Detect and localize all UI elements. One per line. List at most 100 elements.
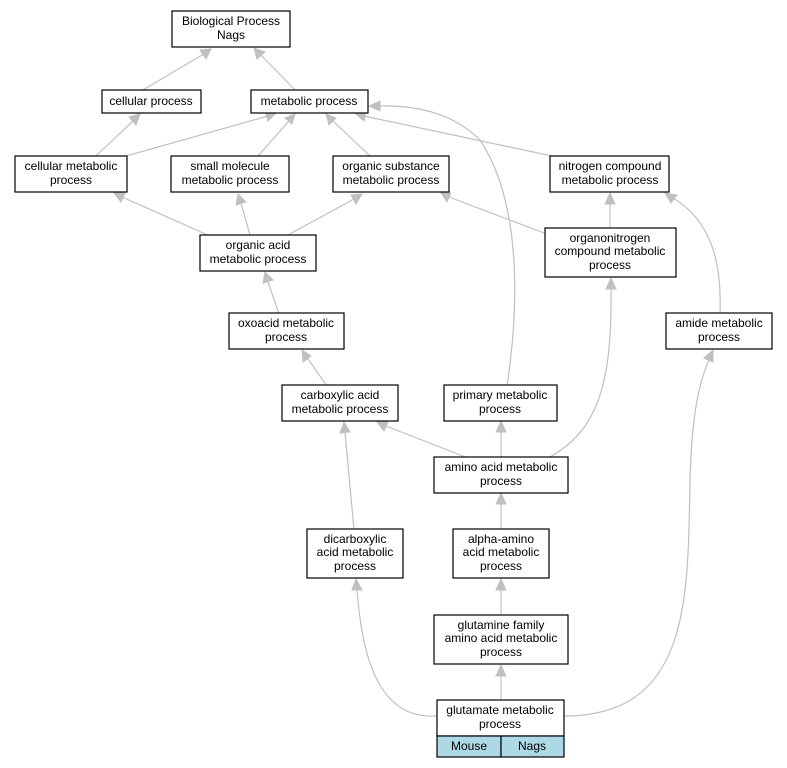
species-legend: Mouse Nags <box>436 735 565 758</box>
edge-arrowhead <box>375 421 389 432</box>
edge-arrowhead <box>495 577 507 591</box>
edge-arrowhead <box>128 113 141 126</box>
node-label-line: metabolic process <box>292 402 389 416</box>
node-carboxylic-acid-metabolic-process[interactable]: carboxylic acid metabolic process <box>281 384 399 422</box>
node-label-line: metabolic process <box>182 173 279 187</box>
edge-organic-acid-to-cellular-metabolic <box>121 196 211 237</box>
edge-amino-acid-to-carboxylic <box>385 425 469 459</box>
edge-organonitrogen-to-organic-substance <box>448 196 553 237</box>
node-organic-acid-metabolic-process[interactable]: organic acid metabolic process <box>199 234 317 272</box>
edge-arrowhead <box>284 113 296 125</box>
node-label-line: process <box>480 559 522 573</box>
node-label-line: metabolic process <box>261 94 358 108</box>
node-label-line: cellular process <box>109 94 192 108</box>
node-label-line: process <box>589 258 631 272</box>
edges <box>95 47 721 717</box>
edge-glutamate-to-dicarboxylic <box>356 588 438 717</box>
node-label-line: process <box>480 474 522 488</box>
node-label-line: amino acid metabolic <box>445 460 558 474</box>
node-glutamine-family-amino-acid-metabolic-process[interactable]: glutamine family amino acid metabolic pr… <box>433 614 569 665</box>
node-label-line: process <box>698 330 740 344</box>
edge-arrowhead <box>339 420 351 434</box>
node-label-line: dicarboxylic <box>324 532 387 546</box>
node-label-line: metabolic process <box>343 173 440 187</box>
node-label-line: acid metabolic <box>317 545 394 559</box>
edge-cellular-metabolic-to-metabolic <box>125 115 269 157</box>
edge-arrowhead <box>703 348 714 363</box>
node-small-molecule-metabolic-process[interactable]: small molecule metabolic process <box>170 155 290 193</box>
edge-arrowhead <box>325 113 337 126</box>
legend-cell-nags <box>500 735 565 758</box>
legend-label-mouse: Mouse <box>451 739 487 753</box>
edge-organic-substance-to-metabolic <box>332 120 371 157</box>
node-dicarboxylic-acid-metabolic-process[interactable]: dicarboxylic acid metabolic process <box>306 528 404 579</box>
node-label-line: oxoacid metabolic <box>238 316 334 330</box>
node-label-line: amino acid metabolic <box>445 631 558 645</box>
node-organonitrogen-compound-metabolic-process[interactable]: organonitrogen compound metabolic proces… <box>544 227 677 278</box>
edge-cellular-metabolic-to-cellular-process <box>95 119 135 157</box>
edge-nitrogen-to-metabolic <box>363 115 553 157</box>
node-oxoacid-metabolic-process[interactable]: oxoacid metabolic process <box>228 312 345 350</box>
node-label-line: compound metabolic <box>555 244 666 258</box>
node-label-line: metabolic process <box>562 173 659 187</box>
edge-arrowhead <box>367 100 381 112</box>
edge-primary-to-metabolic <box>377 105 516 387</box>
node-glutamate-metabolic-process[interactable]: glutamate metabolic process <box>436 699 565 737</box>
legend-label-nags: Nags <box>518 739 546 753</box>
node-alpha-amino-acid-metabolic-process[interactable]: alpha-amino acid metabolic process <box>452 528 550 579</box>
edge-arrowhead <box>253 47 266 60</box>
node-label-line: process <box>480 645 522 659</box>
edge-small-molecule-to-metabolic <box>257 120 290 157</box>
node-organic-substance-metabolic-process[interactable]: organic substance metabolic process <box>332 155 450 193</box>
node-label-line: nitrogen compound <box>559 159 662 173</box>
edge-arrowhead <box>605 276 617 290</box>
node-cellular-metabolic-process[interactable]: cellular metabolic process <box>14 155 128 193</box>
node-label-line: process <box>265 330 307 344</box>
node-label-line: amide metabolic <box>675 316 762 330</box>
node-label-line: process <box>334 559 376 573</box>
node-label-line: process <box>479 402 521 416</box>
node-primary-metabolic-process[interactable]: primary metabolic process <box>443 384 558 422</box>
edge-glutamate-to-amide <box>563 359 710 717</box>
edge-arrowhead <box>351 577 363 591</box>
node-label-line: alpha-amino <box>468 532 534 546</box>
node-label-line: organic acid <box>226 238 291 252</box>
node-amino-acid-metabolic-process[interactable]: amino acid metabolic process <box>433 456 569 494</box>
edge-arrowhead <box>262 270 274 284</box>
edge-carboxylic-to-oxoacid <box>307 358 328 387</box>
node-label-line: organonitrogen <box>570 231 651 245</box>
edge-arrowhead <box>495 419 507 433</box>
node-metabolic-process[interactable]: metabolic process <box>250 89 369 114</box>
node-label-line: acid metabolic <box>463 545 540 559</box>
node-label-line: process <box>50 173 92 187</box>
edge-arrowhead <box>604 191 616 205</box>
edge-arrowhead <box>350 193 363 205</box>
edge-arrowhead <box>301 349 312 363</box>
node-nitrogen-compound-metabolic-process[interactable]: nitrogen compound metabolic process <box>549 155 670 193</box>
node-biological-process[interactable]: Biological Process Nags <box>171 10 291 48</box>
edge-arrowhead <box>235 192 247 206</box>
node-label-line: Biological Process <box>182 14 280 28</box>
edge-oxoacid-to-organic-acid <box>267 281 280 315</box>
edge-amino-acid-to-organonitrogen <box>547 287 612 459</box>
edge-organic-acid-to-small-molecule <box>240 202 251 236</box>
node-label-line: carboxylic acid <box>301 388 380 402</box>
edge-arrowhead <box>199 48 212 60</box>
node-label-line: cellular metabolic <box>25 159 118 173</box>
edge-dicarboxylic-to-carboxylic <box>344 431 355 531</box>
edge-metabolic-process-to-bp <box>259 53 297 92</box>
node-label-line: small molecule <box>190 159 270 173</box>
node-label-line: Nags <box>217 28 245 42</box>
edge-arrowhead <box>495 663 507 677</box>
node-label-line: metabolic process <box>210 252 307 266</box>
edge-arrowhead <box>664 192 678 204</box>
node-cellular-process[interactable]: cellular process <box>101 89 202 114</box>
node-label-line: organic substance <box>342 159 440 173</box>
edge-cellular-process-to-bp <box>140 53 205 92</box>
node-label-line: primary metabolic <box>453 388 548 402</box>
node-label-line: process <box>479 717 521 731</box>
edge-organic-acid-to-organic-substance <box>287 198 355 236</box>
node-amide-metabolic-process[interactable]: amide metabolic process <box>665 312 773 350</box>
node-label-line: glutamate metabolic <box>446 703 553 717</box>
